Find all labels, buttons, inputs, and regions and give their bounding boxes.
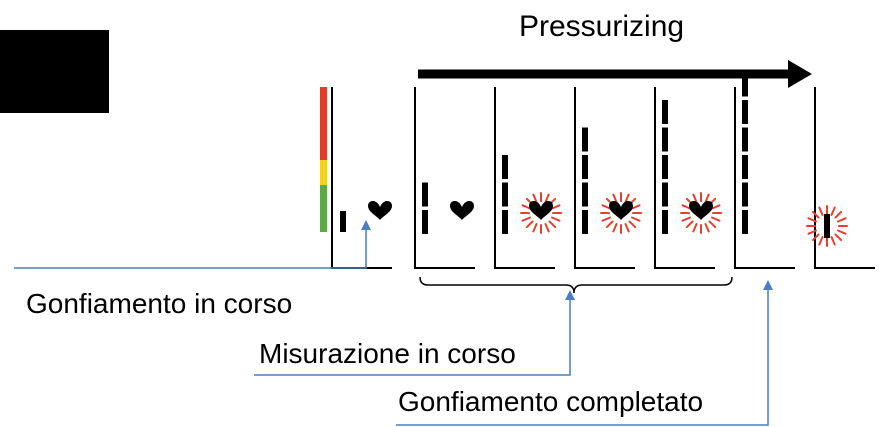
leader-arrowhead-inflation-complete [763, 280, 773, 290]
pressure-bar-segment [662, 100, 668, 124]
pressurizing-title: Pressurizing [519, 10, 685, 43]
display-frame-stage-4 [654, 87, 715, 269]
display-frames [331, 87, 875, 269]
pressure-bar-segment [582, 155, 588, 179]
label-measuring: Misurazione in corso [259, 338, 516, 369]
pressure-bars-stage-1 [422, 182, 428, 234]
measuring-bracket [419, 276, 733, 294]
pressure-bar-segment [582, 182, 588, 207]
display-frame-stage-2 [494, 87, 555, 269]
pressure-bar-segment [662, 127, 668, 152]
pressure-bar-segment [422, 210, 428, 234]
pressure-bar-segment [582, 210, 588, 234]
leader-line-inflating [14, 224, 367, 269]
pressure-bar-segment [742, 210, 748, 234]
pressure-bar-segment [502, 182, 508, 207]
leader-arrowhead-inflating [361, 220, 371, 230]
pressure-bar-segment [742, 182, 748, 207]
heart-icon [689, 201, 713, 220]
pressure-bars-stage-5 [742, 72, 748, 234]
heart-icon [609, 201, 633, 220]
label-inflating: Gonfiamento in corso [26, 288, 293, 319]
heart-icon [450, 201, 474, 220]
display-frame-stage-5 [734, 87, 795, 269]
pressure-bars-stage-4 [662, 100, 668, 234]
pressure-bar-segment [422, 182, 428, 207]
pressure-bar-segment [742, 155, 748, 179]
pressure-color-scale [320, 87, 327, 232]
heart-icon [529, 201, 553, 220]
pressure-bars-stage-2 [502, 155, 508, 234]
black-block [0, 30, 109, 113]
pressure-bar-segment [662, 210, 668, 234]
pressure-bar-segment [340, 211, 346, 232]
pressure-bar-segment [742, 100, 748, 124]
heart-icon [368, 201, 392, 220]
leader-line-inflation-complete [396, 284, 769, 426]
leader-arrowhead-measuring [565, 290, 575, 300]
pressure-bar-segment [662, 182, 668, 207]
display-frame-stage-3 [574, 87, 635, 269]
display-frame-inflating [331, 87, 392, 269]
label-inflation-complete: Gonfiamento completato [398, 386, 704, 417]
pressurizing-arrow [418, 60, 812, 88]
pressure-bar-segment [742, 127, 748, 152]
display-frame-stage-1 [414, 87, 475, 269]
frame-contents [340, 72, 848, 247]
display-frame-stage-6 [814, 87, 875, 269]
pressure-bar-segment [582, 127, 588, 152]
pressure-bar-segment [742, 72, 748, 97]
pressure-bar-segment [502, 210, 508, 234]
pressure-bars-stage-3 [582, 127, 588, 234]
pressure-bar-segment [662, 155, 668, 179]
pressure-bar-segment [824, 214, 830, 238]
pressure-bar-segment [502, 155, 508, 179]
leader-line-measuring [254, 294, 571, 376]
